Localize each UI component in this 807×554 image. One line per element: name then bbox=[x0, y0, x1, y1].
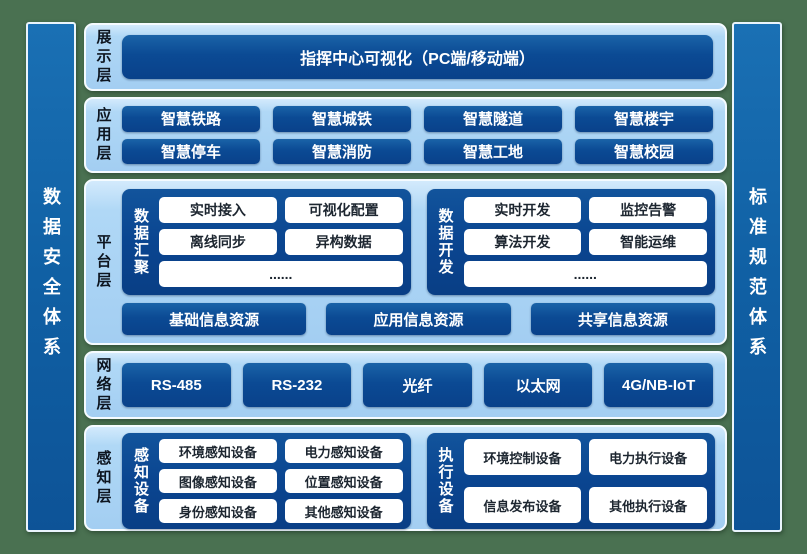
layer-label-network: 网络层 bbox=[94, 356, 112, 414]
layer-row-platform: 平台层 数据汇聚实时接入可视化配置离线同步异构数据......数据开发实时开发监… bbox=[84, 179, 727, 345]
network-box: 4G/NB-IoT bbox=[604, 363, 713, 407]
platform-group-line: 算法开发智能运维 bbox=[463, 229, 707, 255]
platform-item-box: 离线同步 bbox=[159, 229, 277, 255]
application-box: 智慧工地 bbox=[424, 138, 562, 164]
perception-item-box: 图像感知设备 bbox=[159, 469, 277, 493]
data-security-bar-label: 数据安全体系 bbox=[41, 187, 61, 367]
platform-group-line: 离线同步异构数据 bbox=[159, 229, 403, 255]
application-box: 智慧停车 bbox=[122, 138, 260, 164]
perception-group-line: 环境感知设备电力感知设备 bbox=[159, 439, 403, 463]
platform-group-grid: 实时开发监控告警算法开发智能运维...... bbox=[463, 197, 707, 287]
network-box: RS-232 bbox=[242, 363, 352, 407]
network-box: RS-485 bbox=[122, 363, 231, 407]
platform-more-box: ...... bbox=[159, 261, 403, 287]
platform-group-line: ...... bbox=[159, 261, 403, 287]
platform-item-box: 监控告警 bbox=[589, 197, 707, 223]
layer-label-platform: 平台层 bbox=[94, 233, 112, 291]
platform-more-box: ...... bbox=[463, 261, 707, 287]
layers-column: 展示层 指挥中心可视化（PC端/移动端） 应用层 智慧铁路智慧城铁智慧隧道智慧楼… bbox=[84, 23, 727, 531]
platform-item-box: 实时接入 bbox=[159, 197, 277, 223]
layer-content-application: 智慧铁路智慧城铁智慧隧道智慧楼宇智慧停车智慧消防智慧工地智慧校园 bbox=[120, 99, 725, 171]
platform-resources: 基础信息资源应用信息资源共享信息资源 bbox=[122, 303, 715, 335]
platform-group-grid: 实时接入可视化配置离线同步异构数据...... bbox=[159, 197, 403, 287]
platform-group: 数据汇聚实时接入可视化配置离线同步异构数据...... bbox=[122, 189, 411, 295]
perception-group-grid: 环境控制设备电力执行设备信息发布设备其他执行设备 bbox=[463, 439, 707, 523]
layer-label-display: 展示层 bbox=[94, 28, 112, 86]
platform-groups: 数据汇聚实时接入可视化配置离线同步异构数据......数据开发实时开发监控告警算… bbox=[122, 189, 715, 295]
standards-bar: 标准规范体系 bbox=[732, 22, 782, 532]
perception-group-line: 信息发布设备其他执行设备 bbox=[463, 487, 707, 523]
perception-item-box: 信息发布设备 bbox=[463, 487, 582, 523]
perception-group: 感知设备环境感知设备电力感知设备图像感知设备位置感知设备身份感知设备其他感知设备 bbox=[122, 433, 411, 529]
perception-group-grid: 环境感知设备电力感知设备图像感知设备位置感知设备身份感知设备其他感知设备 bbox=[159, 439, 403, 523]
perception-group: 执行设备环境控制设备电力执行设备信息发布设备其他执行设备 bbox=[426, 433, 715, 529]
application-box: 智慧校园 bbox=[575, 138, 713, 164]
data-security-bar: 数据安全体系 bbox=[26, 22, 76, 532]
platform-resource-box: 共享信息资源 bbox=[530, 303, 715, 335]
layer-row-display: 展示层 指挥中心可视化（PC端/移动端） bbox=[84, 23, 727, 91]
perception-item-box: 电力执行设备 bbox=[589, 439, 707, 475]
platform-item-box: 异构数据 bbox=[284, 229, 403, 255]
perception-item-box: 其他执行设备 bbox=[589, 487, 707, 523]
platform-group-label: 数据开发 bbox=[436, 208, 454, 276]
application-box: 智慧楼宇 bbox=[575, 106, 713, 132]
perception-item-box: 电力感知设备 bbox=[284, 439, 403, 463]
layer-row-application: 应用层 智慧铁路智慧城铁智慧隧道智慧楼宇智慧停车智慧消防智慧工地智慧校园 bbox=[84, 97, 727, 173]
perception-group-line: 环境控制设备电力执行设备 bbox=[463, 439, 707, 475]
network-box: 光纤 bbox=[363, 363, 472, 407]
layer-label-perception: 感知层 bbox=[94, 449, 112, 507]
perception-item-box: 其他感知设备 bbox=[284, 499, 403, 523]
perception-item-box: 位置感知设备 bbox=[284, 469, 403, 493]
standards-bar-label: 标准规范体系 bbox=[747, 187, 767, 367]
platform-group-label: 数据汇聚 bbox=[132, 208, 149, 276]
platform-group: 数据开发实时开发监控告警算法开发智能运维...... bbox=[426, 189, 715, 295]
perception-item-box: 环境感知设备 bbox=[159, 439, 277, 463]
platform-resource-box: 基础信息资源 bbox=[122, 303, 307, 335]
perception-group-line: 图像感知设备位置感知设备 bbox=[159, 469, 403, 493]
display-box: 指挥中心可视化（PC端/移动端） bbox=[122, 35, 713, 79]
platform-group-line: 实时接入可视化配置 bbox=[159, 197, 403, 223]
perception-item-box: 身份感知设备 bbox=[159, 499, 277, 523]
perception-group-line: 身份感知设备其他感知设备 bbox=[159, 499, 403, 523]
layer-content-perception: 感知设备环境感知设备电力感知设备图像感知设备位置感知设备身份感知设备其他感知设备… bbox=[120, 427, 725, 529]
application-box: 智慧铁路 bbox=[122, 106, 260, 132]
application-box: 智慧隧道 bbox=[424, 106, 562, 132]
layer-content-platform: 数据汇聚实时接入可视化配置离线同步异构数据......数据开发实时开发监控告警算… bbox=[120, 181, 725, 343]
application-box: 智慧消防 bbox=[273, 138, 411, 164]
network-box: 以太网 bbox=[483, 363, 593, 407]
platform-resource-box: 应用信息资源 bbox=[326, 303, 511, 335]
platform-item-box: 智能运维 bbox=[589, 229, 707, 255]
perception-groups: 感知设备环境感知设备电力感知设备图像感知设备位置感知设备身份感知设备其他感知设备… bbox=[122, 433, 715, 529]
layer-label-application: 应用层 bbox=[94, 106, 112, 164]
perception-group-label: 执行设备 bbox=[436, 447, 454, 515]
platform-group-line: 实时开发监控告警 bbox=[463, 197, 707, 223]
layer-row-perception: 感知层 感知设备环境感知设备电力感知设备图像感知设备位置感知设备身份感知设备其他… bbox=[84, 425, 727, 531]
platform-item-box: 可视化配置 bbox=[284, 197, 403, 223]
application-box: 智慧城铁 bbox=[273, 106, 411, 132]
platform-item-box: 实时开发 bbox=[463, 197, 582, 223]
platform-group-line: ...... bbox=[463, 261, 707, 287]
perception-item-box: 环境控制设备 bbox=[463, 439, 582, 475]
layer-content-display: 指挥中心可视化（PC端/移动端） bbox=[120, 25, 725, 89]
platform-item-box: 算法开发 bbox=[463, 229, 582, 255]
perception-group-label: 感知设备 bbox=[132, 447, 149, 515]
